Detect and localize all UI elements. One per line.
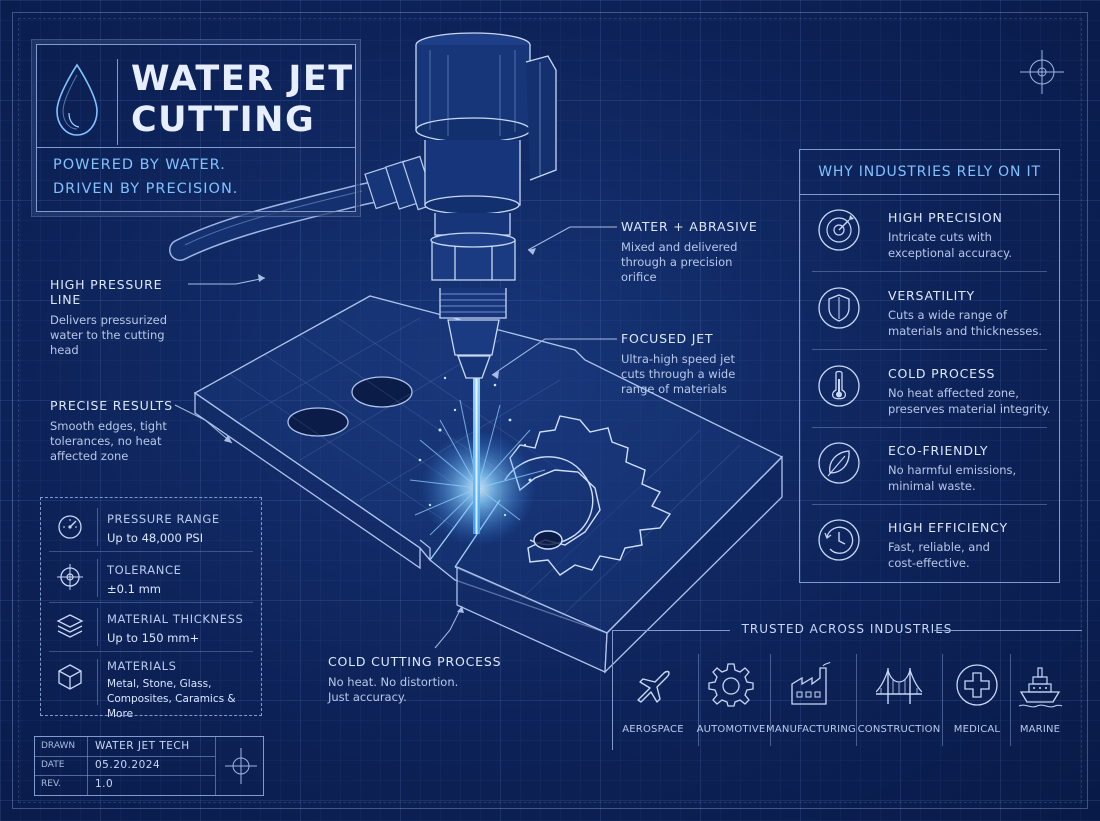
- spec-label: PRESSURE RANGE: [107, 512, 220, 526]
- industry-aerospace: AEROSPACE: [618, 654, 688, 748]
- industry-label: CONSTRUCTION: [857, 724, 941, 735]
- medical-cross-icon: [956, 664, 998, 706]
- callout-description: No heat. No distortion. Just accuracy.: [328, 675, 459, 704]
- callout-title: COLD CUTTING PROCESS: [328, 654, 502, 669]
- title-block-drawn: DRAWN WATER JET TECH: [35, 737, 215, 757]
- spec-row-thickness: MATERIAL THICKNESS Up to 150 mm+: [41, 602, 261, 652]
- industry-label: MARINE: [1019, 724, 1061, 735]
- why-item-title: HIGH EFFICIENCY: [888, 520, 1008, 535]
- callout-precise-results: PRECISE RESULTS Smooth edges, tight tole…: [50, 398, 180, 464]
- layers-icon: [56, 614, 84, 638]
- gear-cutout: [504, 415, 672, 576]
- panel-heading: WHY INDUSTRIES RELY ON IT: [800, 150, 1059, 195]
- thermometer-icon: [818, 365, 860, 407]
- gear-icon: [708, 663, 754, 707]
- industry-manufacturing: MANUFACTURING: [766, 654, 856, 748]
- why-item-efficiency: HIGH EFFICIENCY Fast, reliable, and cost…: [800, 505, 1059, 581]
- why-item-description: Intricate cuts with exceptional accuracy…: [888, 230, 1013, 260]
- spec-value: Up to 150 mm+: [107, 631, 200, 645]
- industry-marine: MARINE: [1005, 654, 1075, 748]
- why-item-description: Fast, reliable, and cost-effective.: [888, 540, 990, 570]
- spec-value: Metal, Stone, Glass, Composites, Caramic…: [107, 678, 236, 720]
- title-panel: WATER JET CUTTING POWERED BY WATER. DRIV…: [36, 44, 356, 212]
- why-item-title: ECO-FRIENDLY: [888, 443, 989, 458]
- tagline-line-1: POWERED BY WATER.: [53, 157, 226, 173]
- spec-row-materials: MATERIALS Metal, Stone, Glass, Composite…: [41, 653, 261, 720]
- spec-label: MATERIAL THICKNESS: [107, 612, 244, 626]
- callout-description: Smooth edges, tight tolerances, no heat …: [50, 419, 167, 463]
- ship-icon: [1018, 667, 1063, 708]
- why-item-description: No harmful emissions, minimal waste.: [888, 463, 1017, 493]
- spec-row-pressure: PRESSURE RANGE Up to 48,000 PSI: [41, 502, 261, 552]
- factory-icon: [791, 662, 831, 705]
- callout-description: Delivers pressurized water to the cuttin…: [50, 313, 168, 357]
- title-block-rev: REV. 1.0: [41, 778, 114, 790]
- specs-panel: PRESSURE RANGE Up to 48,000 PSI TOLERANC…: [40, 497, 262, 720]
- spec-label: MATERIALS: [107, 659, 177, 673]
- industry-label: MEDICAL: [953, 724, 1001, 735]
- title-line-2: CUTTING: [131, 100, 316, 140]
- drawing-title-block: DRAWN WATER JET TECH DATE 05.20.2024 REV…: [34, 736, 264, 796]
- registration-mark-icon: [225, 748, 257, 784]
- leader-high-pressure: [188, 277, 266, 285]
- industries-heading: TRUSTED ACROSS INDUSTRIES: [741, 622, 953, 636]
- airplane-icon: [637, 670, 670, 703]
- leaf-icon: [818, 442, 860, 484]
- callout-cold-cutting: COLD CUTTING PROCESS No heat. No distort…: [328, 654, 518, 705]
- why-item-title: VERSATILITY: [888, 288, 975, 303]
- why-item-description: Cuts a wide range of materials and thick…: [888, 308, 1042, 338]
- tagline: POWERED BY WATER. DRIVEN BY PRECISION.: [53, 153, 238, 201]
- callout-title: WATER + ABRASIVE: [621, 219, 758, 234]
- clock-icon: [818, 519, 860, 561]
- shield-icon: [818, 287, 860, 329]
- callout-title: PRECISE RESULTS: [50, 398, 173, 413]
- industry-label: AEROSPACE: [622, 724, 684, 735]
- title-divider: [117, 59, 118, 145]
- water-drop-icon: [56, 63, 98, 136]
- callout-description: Mixed and delivered through a precision …: [621, 240, 738, 284]
- gauge-icon: [58, 515, 82, 539]
- why-item-eco-friendly: ECO-FRIENDLY No harmful emissions, minim…: [800, 428, 1059, 505]
- callout-high-pressure-line: HIGH PRESSURE LINE Delivers pressurized …: [50, 277, 190, 358]
- why-item-cold-process: COLD PROCESS No heat affected zone, pres…: [800, 351, 1059, 428]
- cube-icon: [58, 664, 82, 690]
- why-item-title: HIGH PRECISION: [888, 210, 1003, 225]
- why-item-description: No heat affected zone, preserves materia…: [888, 386, 1051, 416]
- spec-row-tolerance: TOLERANCE ±0.1 mm: [41, 553, 261, 603]
- page-title: WATER JET CUTTING: [131, 59, 354, 141]
- title-block-date: DATE 05.20.2024: [35, 756, 215, 776]
- spec-label: TOLERANCE: [107, 563, 182, 577]
- target-icon: [818, 209, 860, 251]
- why-item-title: COLD PROCESS: [888, 366, 996, 381]
- registration-mark-icon: [1020, 50, 1064, 94]
- cutting-head: [415, 32, 557, 379]
- why-industries-panel: WHY INDUSTRIES RELY ON IT HIGH PRECISION…: [799, 149, 1060, 583]
- industries-section: TRUSTED ACROSS INDUSTRIES AEROSPACE AUTO…: [612, 618, 1082, 750]
- industry-medical: MEDICAL: [942, 654, 1012, 748]
- industry-label: MANUFACTURING: [766, 724, 856, 735]
- callout-title: FOCUSED JET: [621, 331, 714, 346]
- bridge-icon: [876, 667, 922, 704]
- tagline-line-2: DRIVEN BY PRECISION.: [53, 181, 239, 197]
- spec-value: ±0.1 mm: [107, 582, 161, 596]
- spec-value: Up to 48,000 PSI: [107, 531, 204, 545]
- industry-automotive: AUTOMOTIVE: [696, 654, 766, 748]
- high-pressure-hose: [169, 155, 437, 261]
- callout-water-abrasive: WATER + ABRASIVE Mixed and delivered thr…: [621, 219, 781, 285]
- title-line-1: WATER JET: [131, 59, 354, 99]
- callout-focused-jet: FOCUSED JET Ultra-high speed jet cuts th…: [621, 331, 781, 397]
- why-item-versatility: VERSATILITY Cuts a wide range of materia…: [800, 273, 1059, 350]
- crosshair-icon: [57, 564, 83, 590]
- industry-label: AUTOMOTIVE: [696, 724, 766, 735]
- callout-title: HIGH PRESSURE LINE: [50, 277, 163, 307]
- why-item-precision: HIGH PRECISION Intricate cuts with excep…: [800, 195, 1059, 272]
- industry-construction: CONSTRUCTION: [858, 654, 940, 748]
- callout-description: Ultra-high speed jet cuts through a wide…: [621, 352, 736, 396]
